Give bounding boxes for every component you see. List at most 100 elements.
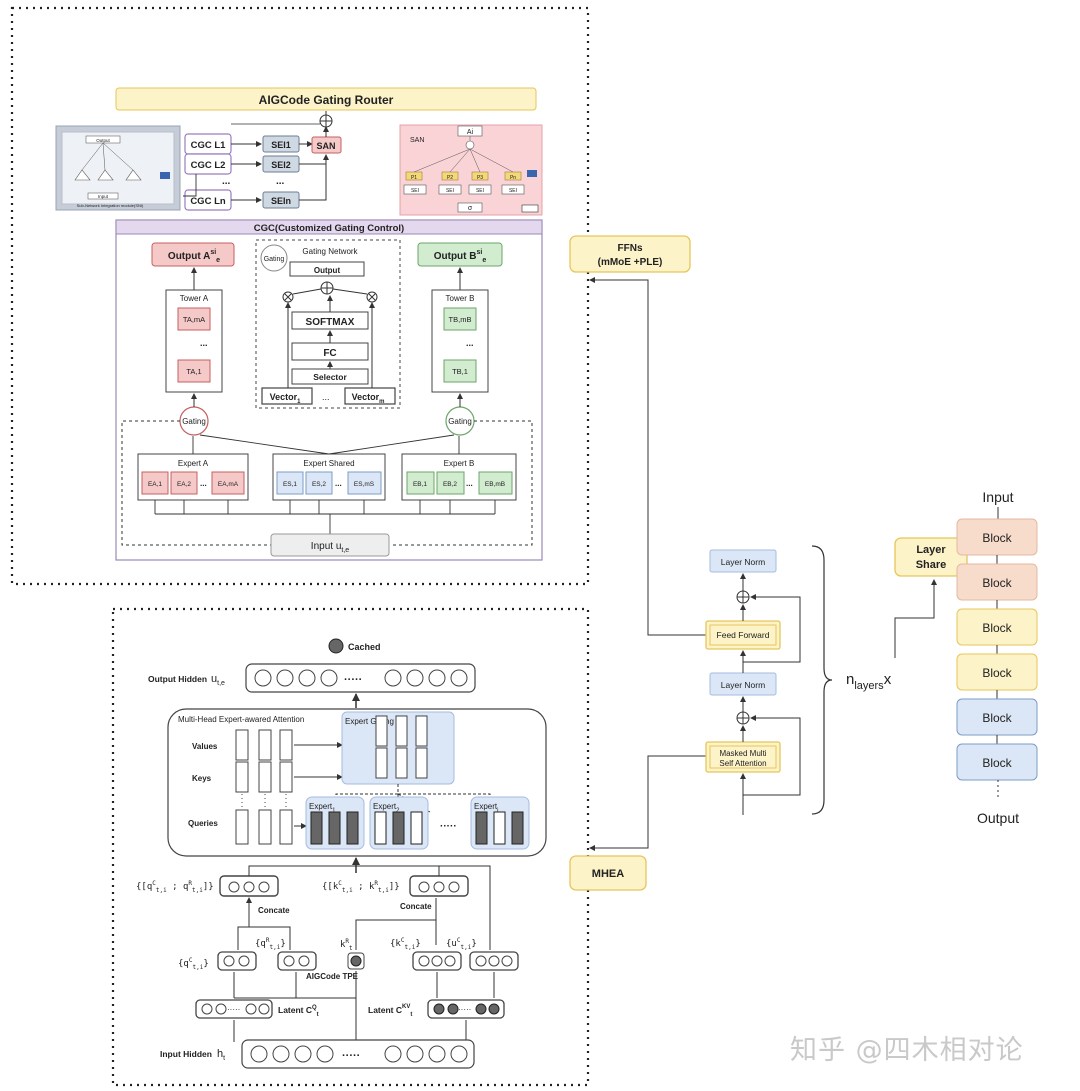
gating-network-icon-label: Gating [264, 256, 285, 263]
tower-a-top-label: TA,mA [183, 315, 205, 324]
qc-label: {qCt,i} [178, 957, 209, 971]
softmax-label: SOFTMAX [306, 317, 355, 328]
gn-output: Output [314, 266, 341, 275]
k-concate-label: Concate [400, 902, 432, 911]
tower-a-bottom [177, 359, 211, 383]
selector-label: Selector [313, 372, 347, 382]
q-set-label: {[qCt,i ; qRt,i]} [136, 880, 214, 894]
mhea-label: MHEA [592, 868, 624, 880]
cgc-ln: CGC Ln [190, 196, 226, 207]
sei-dots: ... [276, 176, 285, 187]
watermark: 知乎 @四木相对论 [790, 1035, 1024, 1066]
expert-b-1 [406, 471, 435, 495]
tower-b-dots: ... [466, 338, 474, 348]
tower-a-top [177, 307, 211, 331]
layer-norm-top [709, 549, 777, 573]
thumb-input: Input [98, 194, 109, 199]
output-hidden-cells [254, 669, 468, 687]
expert-a-m-label: EA,mA [218, 481, 239, 488]
cgc-l1: CGC L1 [191, 140, 227, 151]
sni-thumbnail: Output Input Sub-Network Integration mod… [55, 125, 181, 211]
san-sei-3: SEI [476, 188, 484, 194]
expert-b-m [478, 471, 513, 495]
router-title-box [115, 87, 537, 111]
expert-b-2 [436, 471, 465, 495]
vectorm-box [344, 387, 396, 405]
tpe-label-1: AIGCode TPE [306, 972, 359, 981]
expert-a-m [211, 471, 245, 495]
feed-forward-label: Feed Forward [717, 630, 770, 640]
vector-dots: ... [322, 392, 330, 402]
expert-a-2-label: EA,2 [177, 481, 191, 488]
stack-block-label-1: Block [982, 531, 1012, 545]
output-a-box [151, 242, 235, 267]
keys-label: Keys [192, 774, 212, 783]
tower-a-bot-label: TA,1 [186, 367, 201, 376]
sei-2: SEI2 [271, 160, 291, 170]
stack-block-6 [956, 743, 1038, 781]
kc-label: {kCt,i} [390, 937, 421, 951]
gating-b-label: Gating [448, 417, 472, 426]
expert-a-dots: ... [200, 479, 207, 488]
cgc-list: CGC L1 CGC L2 ... CGC Ln [183, 133, 232, 211]
stack-output-label: Output [977, 810, 1019, 826]
k-set-label: {[kCt,i ; kRt,i]} [322, 880, 400, 894]
kr-cached-icon [350, 955, 362, 967]
cached-icon [328, 638, 344, 654]
tower-b-label: Tower B [446, 294, 475, 303]
san-inset-top: Ai [467, 129, 474, 136]
layer-share-line1: Layer [916, 544, 946, 556]
kr-label: kRt [340, 938, 353, 952]
san-sei-2: SEI [446, 188, 454, 194]
gating-network-icon [260, 244, 288, 272]
layer-norm-top-label: Layer Norm [721, 557, 765, 567]
layer-share-box [894, 537, 968, 577]
expert-shared-label: Expert Shared [303, 459, 354, 468]
stack-block-label-2: Block [982, 576, 1012, 590]
n-layers-label: nlayersx [846, 671, 892, 692]
san-label: SAN [316, 141, 335, 151]
tower-a-dots: ... [200, 338, 208, 348]
qr-label: {qRt,i} [255, 937, 286, 951]
tower-b-top-label: TB,mB [449, 315, 472, 324]
expert-s-m-label: ES,mS [354, 481, 375, 488]
output-a-label: Output Asie [168, 249, 220, 264]
latent-kv-dots: ····· [458, 1005, 471, 1014]
thumb-output: Output [96, 138, 110, 143]
output-b-label: Output Bsie [434, 249, 487, 264]
sei-list: SEI1 SEI2 ... SEIn [262, 135, 300, 209]
uc-label: {uCt,i} [446, 937, 477, 951]
expert-b-label: Expert B [444, 459, 475, 468]
ffns-box [569, 235, 691, 273]
san-inset: SAN Ai P1 P2 P3 Pn SEI SEI SEI SEI σ [399, 124, 543, 216]
layers-brace [811, 545, 833, 815]
output-hidden-dots: ····· [344, 674, 362, 686]
masked-attn-line2: Self Attention [719, 759, 766, 768]
gn-output-box [289, 261, 365, 277]
expert-s-1 [276, 471, 304, 495]
san-inset-title: SAN [410, 137, 424, 144]
expert-group-i: Experti [470, 796, 530, 850]
sei-n: SEIn [271, 196, 291, 206]
latent-q-label: Latent CQt [278, 1005, 319, 1018]
tower-b-bottom [443, 359, 477, 383]
vector1-label: Vector1 [270, 392, 302, 405]
expert-s-1-label: ES,1 [283, 481, 297, 488]
queries-label: Queries [188, 819, 218, 828]
expert-s-m [347, 471, 382, 495]
expert-group-1: Expert1 [305, 796, 365, 850]
sei-1: SEI1 [271, 140, 291, 150]
san-sei-1: SEI [411, 188, 419, 194]
vectorm-label: Vectorm [352, 392, 385, 405]
input-hidden-cells [250, 1045, 468, 1063]
tower-a-label: Tower A [180, 294, 209, 303]
expert-a-1 [141, 471, 169, 495]
fc-label: FC [323, 348, 336, 359]
expert-a-2 [170, 471, 198, 495]
expert-b-1-label: EB,1 [413, 481, 427, 488]
expert-groups-dots: ····· [440, 821, 457, 832]
values-label: Values [192, 742, 218, 751]
expert-s-dots: ... [335, 479, 342, 488]
